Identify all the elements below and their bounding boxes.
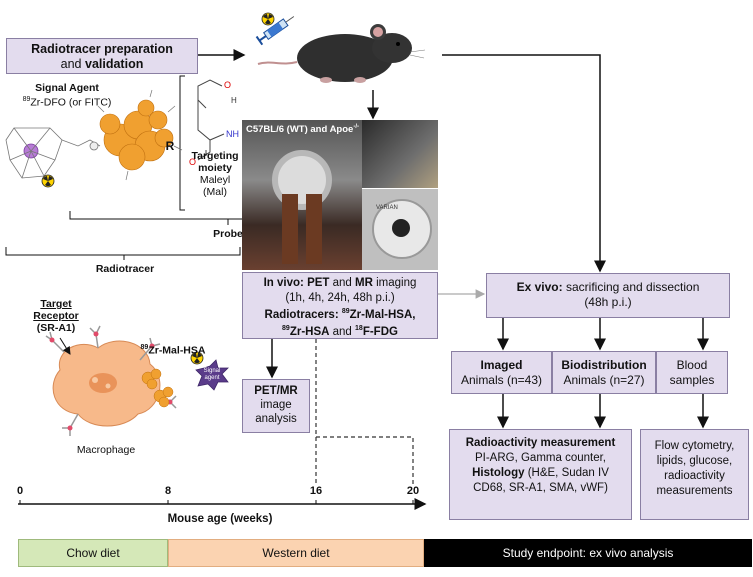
- tracer-small-label: 89Zr-Mal-HSA: [140, 344, 206, 357]
- radiotracer-label: Radiotracer: [95, 263, 155, 275]
- tick-16: 16: [309, 485, 323, 497]
- macrophage-icon: [45, 325, 177, 436]
- tick-20: 20: [406, 485, 420, 497]
- pet-mr-scanner-photo: [242, 120, 362, 270]
- photo-strain-label: C57BL/6 (WT) and Apoe-/-: [246, 124, 359, 136]
- svg-text:O: O: [224, 80, 231, 90]
- target-receptor-label: Target Receptor (SR-A1): [33, 298, 79, 334]
- varian-scanner-photo: VARIAN: [362, 189, 438, 270]
- macrophage-label: Macrophage: [76, 444, 136, 456]
- ex-vivo-box: Ex vivo: sacrificing and dissection (48h…: [486, 273, 730, 318]
- pet-mr-analysis-box: PET/MR image analysis: [242, 379, 310, 433]
- scanner-photo-top: [362, 120, 438, 188]
- radiotracer-preparation-box: Radiotracer preparation and validation: [6, 38, 198, 74]
- r-label: R: [165, 139, 175, 153]
- study-endpoint-bar: Study endpoint: ex vivo analysis: [424, 539, 752, 567]
- probe-small-icon: [141, 368, 174, 408]
- chow-diet-bar: Chow diet: [18, 539, 168, 567]
- mouse-icon: [257, 24, 426, 83]
- in-vivo-imaging-box: In vivo: PET and MR imaging (1h, 4h, 24h…: [242, 272, 438, 339]
- timeline-axis-label: Mouse age (weeks): [167, 513, 273, 525]
- radiation-icon: [261, 12, 275, 26]
- syringe-icon: [255, 16, 295, 46]
- signal-agent-label: Signal Agent 89Zr-DFO (or FITC): [22, 82, 112, 109]
- radiation-icon: [41, 174, 55, 188]
- flow-cytometry-box: Flow cytometry, lipids, glucose, radioac…: [640, 429, 749, 520]
- tick-8: 8: [164, 485, 172, 497]
- probe-label: Probe: [213, 228, 243, 240]
- svg-text:O: O: [189, 157, 196, 167]
- radiotracer-bracket: [5, 247, 241, 256]
- arrow-mouse-to-exvivo: [442, 54, 606, 273]
- blood-samples-box: Blood samples: [656, 351, 728, 394]
- signal-agent-star-icon: [195, 359, 229, 391]
- svg-text:NH: NH: [226, 129, 239, 139]
- maleyl-structure-icon: [197, 79, 225, 161]
- svg-text:H: H: [231, 96, 237, 105]
- biodistribution-box: Biodistribution Animals (n=27): [552, 351, 656, 394]
- western-diet-bar: Western diet: [168, 539, 424, 567]
- r-bracket: [179, 75, 185, 211]
- targeting-moiety-label: Targeting moiety Maleyl (Mal): [191, 150, 239, 198]
- chelator-icon: [5, 127, 101, 179]
- tick-0: 0: [16, 485, 24, 497]
- imaged-animals-box: Imaged Animals (n=43): [451, 351, 552, 394]
- protein-icon: [99, 99, 174, 171]
- radioactivity-measurement-box: Radioactivity measurement PI-ARG, Gamma …: [449, 429, 632, 520]
- radiation-icon: [190, 351, 204, 365]
- dashed-20-weeks: [316, 436, 414, 485]
